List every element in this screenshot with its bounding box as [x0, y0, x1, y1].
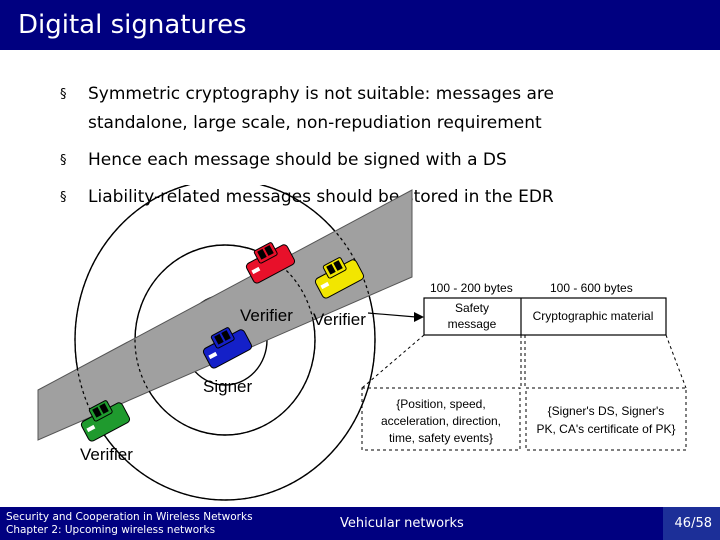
label-verifier-yellow: Verifier: [313, 310, 366, 329]
message-arrow-head: [414, 312, 424, 322]
car-cabin: [88, 400, 113, 422]
car-window: [326, 263, 336, 275]
page-number: 46/58: [674, 516, 712, 531]
slide-title: Digital signatures: [18, 10, 247, 40]
footer-bar: Security and Cooperation in Wireless Net…: [0, 507, 720, 540]
car-window: [333, 260, 343, 271]
car-window: [257, 248, 267, 260]
page-number-box: 46/58: [663, 507, 720, 540]
safety-size-label: 100 - 200 bytes: [430, 281, 513, 295]
bullet-marker: §: [60, 153, 67, 168]
outer-range-arc: [74, 185, 376, 501]
crypto-size-label: 100 - 600 bytes: [550, 281, 633, 295]
bullet-text-line: standalone, large scale, non-repudiation…: [88, 113, 542, 133]
crypto-material-label: Cryptographic material: [533, 309, 654, 323]
bullet-text-line: Symmetric cryptography is not suitable: …: [88, 84, 554, 104]
safety-detail-line: time, safety events}: [389, 431, 493, 445]
bullet-item: § Liability-related messages should be s…: [60, 183, 700, 212]
footer-chapter: Chapter 2: Upcoming wireless networks: [6, 524, 216, 536]
footer-section: Vehicular networks: [340, 516, 464, 531]
safety-detail-box: [361, 387, 521, 451]
car-blue-signer: [202, 327, 253, 369]
crypto-detail-line: PK, CA's certificate of PK}: [536, 422, 675, 436]
safety-message-line1: Safety: [455, 301, 489, 315]
car-window: [92, 406, 102, 418]
safety-detail-line: acceleration, direction,: [381, 414, 501, 428]
crypto-detail-connector-right: [665, 334, 687, 389]
car-cabin: [210, 327, 235, 349]
bullet-item: § Symmetric cryptography is not suitable…: [60, 80, 700, 138]
title-bar: Digital signatures: [0, 0, 720, 50]
car-plate: [208, 351, 218, 360]
safety-detail-line: {Position, speed,: [396, 397, 485, 411]
bullet-marker: §: [60, 190, 67, 205]
vehicular-signature-diagram: Verifier Verifier Signer Verifier 100 - …: [37, 185, 687, 501]
label-verifier-green: Verifier: [80, 445, 133, 464]
range-circles-over-road: [74, 185, 376, 501]
middle-range-arc: [134, 244, 316, 436]
label-signer: Signer: [203, 377, 252, 396]
car-window: [221, 330, 231, 341]
bullet-marker: §: [60, 87, 67, 102]
footer-course-title: Security and Cooperation in Wireless Net…: [6, 511, 253, 523]
safety-detail-connector-left: [361, 334, 425, 389]
crypto-detail-box: [525, 387, 687, 451]
car-yellow-verifier: [314, 257, 365, 299]
bullet-text: Hence each message should be signed with…: [88, 150, 507, 170]
footer-course: Security and Cooperation in Wireless Net…: [6, 511, 253, 537]
message-arrow-line: [367, 312, 417, 318]
car-plate: [320, 281, 330, 290]
car-window: [99, 403, 109, 414]
detail-connectors: [361, 334, 687, 451]
bullet-item: § Hence each message should be signed wi…: [60, 146, 700, 175]
bullet-list: § Symmetric cryptography is not suitable…: [60, 80, 700, 220]
safety-message-line2: message: [448, 317, 497, 331]
car-cabin: [322, 257, 347, 279]
car-plate: [251, 266, 261, 275]
car-window: [214, 333, 224, 345]
message-frame: [423, 297, 667, 336]
label-verifier-red: Verifier: [240, 306, 293, 325]
car-green-verifier: [80, 400, 131, 442]
car-cabin: [253, 242, 278, 264]
crypto-detail-line: {Signer's DS, Signer's: [548, 404, 665, 418]
car-red-verifier: [245, 242, 296, 284]
bullet-text: Liability-related messages should be sto…: [88, 187, 554, 207]
car-plate: [86, 424, 96, 433]
car-window: [264, 245, 274, 256]
